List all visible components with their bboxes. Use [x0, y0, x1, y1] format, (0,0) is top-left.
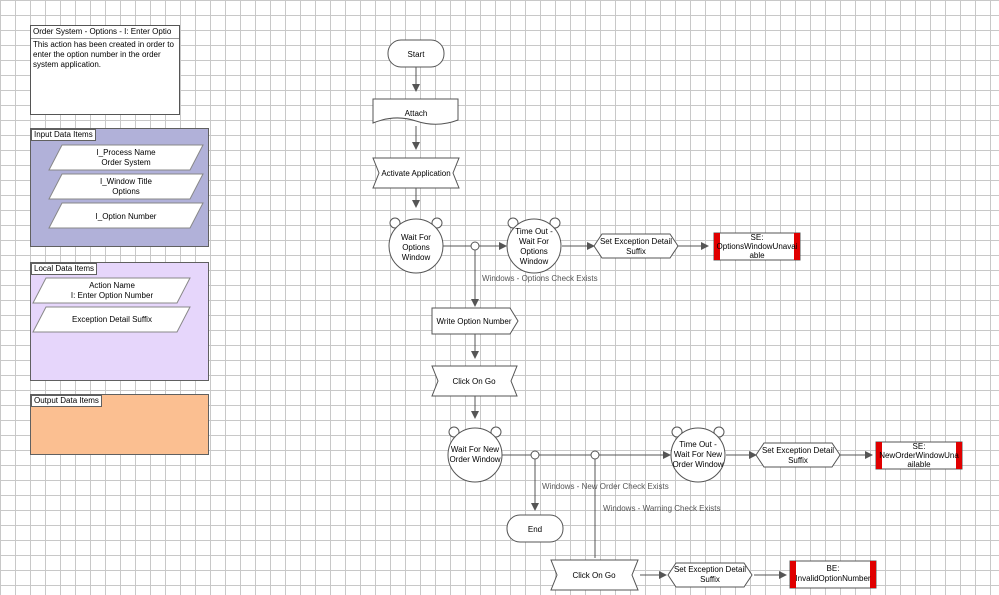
click-on-go-stage[interactable]: Click On Go [431, 365, 518, 397]
description-body: This action has been created in order to… [33, 40, 174, 69]
anchor-point[interactable] [590, 450, 600, 460]
link-label-options-check: Windows - Options Check Exists [482, 274, 598, 283]
data-item-value: I: Enter Option Number [71, 291, 154, 300]
data-item-value: Order System [101, 158, 151, 167]
wait-label: Options [402, 243, 430, 252]
exception-label: BE: [827, 564, 840, 573]
exception-invalid-option-stage[interactable]: BE: InvalidOptionNumber [789, 560, 877, 589]
wait-label: Window [402, 253, 431, 262]
link-label-warning-check: Windows - Warning Check Exists [603, 504, 721, 513]
end-label: End [528, 525, 542, 534]
calc-label: Suffix [700, 575, 720, 584]
exception-label: OptionsWindowUnavai [717, 242, 798, 251]
calc-label: Suffix [626, 247, 646, 256]
input-data-items-title: Input Data Items [31, 129, 96, 141]
timeout-label: Window [520, 257, 549, 266]
process-description[interactable]: Order System - Options - I: Enter Optio … [30, 25, 180, 115]
exception-label: SE: [751, 233, 764, 242]
link-label-new-order-check: Windows - New Order Check Exists [542, 482, 669, 491]
data-item-label: I_Process Name [96, 148, 156, 157]
activate-application-label: Activate Application [381, 169, 450, 178]
data-item-window-title[interactable]: I_Window Title Options [48, 173, 204, 200]
anchor-point[interactable] [470, 241, 480, 251]
write-label: Write Option Number [437, 317, 512, 326]
calc-label: Set Exception Detail [762, 446, 834, 455]
set-exception-detail-stage[interactable]: Set Exception Detail Suffix [593, 233, 679, 259]
calc-label: Suffix [788, 456, 808, 465]
local-data-items-title: Local Data Items [31, 263, 98, 275]
calc-label: Set Exception Detail [674, 565, 746, 574]
exception-label: InvalidOptionNumber [795, 574, 870, 583]
click-on-go-warning-stage[interactable]: Click On Go [550, 559, 639, 591]
output-data-items-panel[interactable]: Output Data Items [30, 394, 209, 455]
timeout-label: Wait For New [674, 450, 722, 459]
timeout-label: Options [520, 247, 548, 256]
wait-label: Wait For [401, 233, 431, 242]
calc-label: Set Exception Detail [600, 237, 672, 246]
data-item-label: I_Window Title [100, 177, 153, 186]
data-item-value: Options [112, 187, 140, 196]
wait-label: Order Window [449, 455, 500, 464]
data-item-label: I_Option Number [96, 212, 157, 221]
anchor-point[interactable] [530, 450, 540, 460]
write-option-number-stage[interactable]: Write Option Number [431, 307, 519, 335]
exception-new-order-window-stage[interactable]: SE: NewOrderWindowUna ailable [875, 441, 963, 470]
end-stage[interactable]: End [506, 514, 564, 543]
exception-label: SE: [913, 442, 926, 451]
exception-label: able [749, 251, 765, 260]
navigate-label: Click On Go [572, 571, 616, 580]
exception-options-window-stage[interactable]: SE: OptionsWindowUnavai able [713, 232, 801, 261]
description-title: Order System - Options - I: Enter Optio [31, 26, 179, 39]
data-item-label: Exception Detail Suffix [72, 315, 152, 324]
navigate-label: Click On Go [452, 377, 496, 386]
set-exception-detail-stage[interactable]: Set Exception Detail Suffix [755, 442, 841, 468]
attach-label: Attach [405, 109, 428, 118]
output-data-items-title: Output Data Items [31, 395, 102, 407]
wait-for-options-window-stage[interactable]: Wait For Options Window [388, 217, 444, 274]
timeout-label: Order Window [672, 460, 723, 469]
start-label: Start [408, 50, 426, 59]
data-item-option-number[interactable]: I_Option Number [48, 202, 204, 229]
data-item-process-name[interactable]: I_Process Name Order System [48, 144, 204, 171]
timeout-label: Time Out - [515, 227, 553, 236]
data-item-label: Action Name [89, 281, 135, 290]
wait-for-new-order-window-stage[interactable]: Wait For New Order Window [447, 426, 503, 483]
start-stage[interactable]: Start [387, 39, 445, 68]
activate-application-stage[interactable]: Activate Application [372, 157, 460, 189]
data-item-exception-detail-suffix[interactable]: Exception Detail Suffix [32, 306, 191, 333]
timeout-label: Time Out - [679, 440, 717, 449]
attach-stage[interactable]: Attach [372, 98, 459, 125]
wait-label: Wait For New [451, 445, 499, 454]
set-exception-detail-stage[interactable]: Set Exception Detail Suffix [667, 562, 753, 588]
data-item-action-name[interactable]: Action Name I: Enter Option Number [32, 277, 191, 304]
timeout-new-order-window-stage[interactable]: Time Out - Wait For New Order Window [670, 426, 726, 483]
timeout-label: Wait For [519, 237, 549, 246]
exception-label: NewOrderWindowUna [879, 451, 959, 460]
timeout-options-window-stage[interactable]: Time Out - Wait For Options Window [506, 217, 562, 274]
exception-label: ailable [907, 460, 931, 469]
